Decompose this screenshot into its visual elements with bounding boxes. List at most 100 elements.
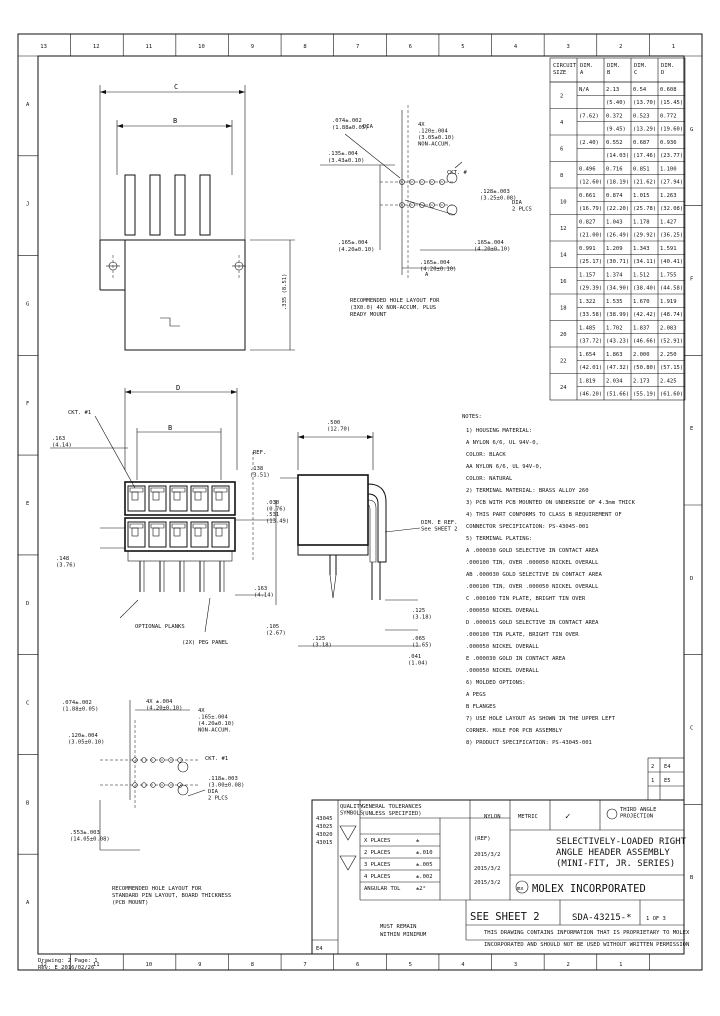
front-dim-b: B [168,424,172,432]
zone-bottom-5: 5 [409,962,412,968]
proprietary-line-2: INCORPORATED AND SHOULD NOT BE USED WITH… [484,942,689,948]
table-cell-9-4: 2.083(52.91) [660,326,683,345]
hole-bottom-ckt1: CKT. #1 [205,756,228,762]
cavity [211,521,230,548]
tolerance-label: 3 PLACES [364,862,391,868]
note-line: .000100 TIN, OVER .000050 NICKEL OVERALL [466,584,599,590]
hole-top-dim-e: .165±.004(4.20±0.10) [474,240,510,253]
hole-bottom-pitch: 4X ±.004(4.20±0.10) [146,699,182,712]
table-cell-5-4: 1.427(36.25) [660,220,683,239]
table-header-1: DIM.A [580,63,593,76]
note-line: .000050 NICKEL OVERALL [466,644,540,650]
pcb-hole [159,757,165,763]
hole-bottom-dia2: 4X.165±.004(4.20±0.10)NON-ACCUM. [198,708,234,734]
table-cell-0-4: 0.608(15.45) [660,87,683,106]
zone-right-0: G [690,127,693,133]
tolerance-label: 2 PLACES [364,850,391,856]
table-cell-3-3: 0.851(21.62) [633,167,656,186]
zone-top-1: 1 [672,44,675,50]
table-cell-4-2: 0.874(22.20) [606,193,629,212]
note-line: C .000100 TIN PLATE, BRIGHT TIN OVER [466,596,586,602]
tolerance-value: ±2° [416,886,426,892]
pcb-hole [439,179,445,185]
table-cell-8-0: 18 [560,305,567,311]
zone-left-0: A [26,102,30,108]
table-cell-8-1: 1.322(33.58) [579,299,602,318]
zone-top-4: 4 [514,44,518,50]
note-line: E .000030 GOLD IN CONTACT AREA [466,656,566,662]
front-ckt-label: CKT. #1 [68,410,91,416]
tolerance-label: ANGULAR TOL [364,886,401,892]
zone-right-1: F [690,277,693,283]
side-note-dim: DIM. E REF.See SHEET 2 [421,520,457,533]
hole-layout-top: .074±.002(1.88±0.05) DIA 4X.120±.004(3.0… [320,105,532,318]
pcb-hole [141,782,147,788]
table-cell-5-0: 12 [560,226,567,232]
pcb-hole [429,202,435,208]
rev-label-2: 1 [651,778,654,784]
cavity [169,485,188,512]
hole-layout-bottom: .074±.002(1.88±0.05) .120±.004(3.05±0.10… [62,699,244,906]
pcb-hole [399,202,405,208]
notes-title: NOTES: [462,414,482,420]
zone-right-5: B [690,875,694,881]
table-cell-4-1: 0.661(16.79) [579,193,602,212]
side-dim-bump: .138(3.51) [250,466,270,479]
table-cell-6-1: 0.991(25.17) [579,246,602,265]
zone-top-6: 6 [409,44,412,50]
material: NYLON [484,814,501,820]
side-dim-low2: .065(1.65) [412,636,432,649]
zone-right-2: E [690,426,693,432]
top-dim-c-label: C [174,83,178,91]
hole-top-caption: RECOMMENDED HOLE LAYOUT FOR(3X0.0) 4X NO… [350,298,440,318]
zone-bottom-9: 9 [198,962,201,968]
table-header-4: DIM.D [661,63,674,76]
pcb-hole [419,179,425,185]
table-cell-10-1: 1.654(42.01) [579,352,602,371]
table-cell-11-0: 24 [560,385,567,391]
note-line: CONNECTOR SPECIFICATION: PS-43045-001 [466,524,589,530]
zone-left-1: J [26,202,29,208]
hole-top-dia3: .128±.003(3.25±0.08) [480,189,516,202]
table-cell-2-0: 6 [560,146,563,152]
note-line: AA NYLON 6/6, UL 94V-0, [466,464,542,470]
front-note-peg: (2X) PEG PANEL [182,640,229,646]
note-line: 4) THIS PART CONFORMS TO CLASS B REQUIRE… [466,512,622,518]
table-cell-6-0: 14 [560,252,567,258]
zone-bottom-8: 8 [251,962,254,968]
pcb-hole [159,782,165,788]
table-cell-3-4: 1.100(27.94) [660,167,683,186]
pcb-hole [409,179,415,185]
date: 2015/3/2 [474,852,501,858]
zone-bottom-12: 12 [40,962,47,968]
zone-top-10: 10 [198,44,205,50]
sheet-number: 1 OF 3 [646,916,666,922]
table-cell-9-0: 20 [560,332,567,338]
table-cell-2-1: (2.40) [579,140,599,146]
note-line: A NYLON 6/6, UL 94V-0, [466,440,539,446]
note-line: 6) MOLDED OPTIONS: [466,680,526,686]
zone-top-7: 7 [356,44,359,50]
zone-bottom-3: 3 [514,962,517,968]
table-cell-0-2: 2.13(5.40) [606,87,626,106]
table-cell-1-1: (7.62) [579,114,599,120]
tolerance-label: 4 PLACES [364,874,391,880]
cavity [127,521,146,548]
note-line: 1) HOUSING MATERIAL: [466,428,532,434]
zone-right-3: D [690,576,693,582]
zone-top-3: 3 [566,44,569,50]
table-cell-6-4: 1.591(40.41) [660,246,683,265]
zone-bottom-4: 4 [461,962,465,968]
top-view: C B .335 (8.51) [99,83,295,351]
front-view: D B CKT. #1 .163(4.14) REF. .030(0.76) .… [50,384,286,646]
table-cell-1-3: 0.523(13.29) [633,114,656,133]
note-line: 8) PRODUCT SPECIFICATION: PS-43045-001 [466,740,592,746]
tolerance-value: ± [416,838,420,844]
